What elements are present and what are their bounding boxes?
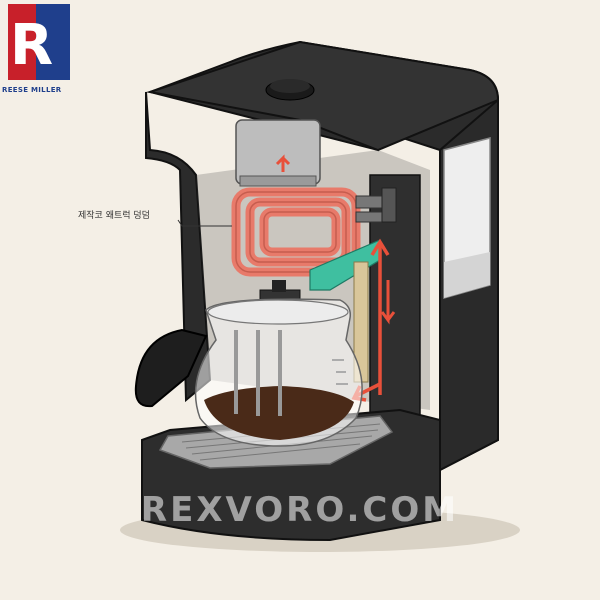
watermark: REXVORO.COM	[140, 490, 460, 530]
logo-mark: R	[8, 4, 70, 80]
top-cover	[146, 40, 500, 152]
flow-arrow-down	[380, 280, 396, 325]
carafe-icon	[194, 298, 363, 447]
pump-housing	[235, 119, 321, 185]
carafe-handle	[134, 328, 208, 408]
flow-arrow-icon	[275, 154, 291, 172]
logo-caption: REESE MILLER	[2, 86, 62, 94]
callout-leader	[177, 219, 232, 227]
svg-text:R: R	[10, 13, 53, 78]
callout-label: 제작코 왜트럭 덩덤	[78, 211, 150, 221]
